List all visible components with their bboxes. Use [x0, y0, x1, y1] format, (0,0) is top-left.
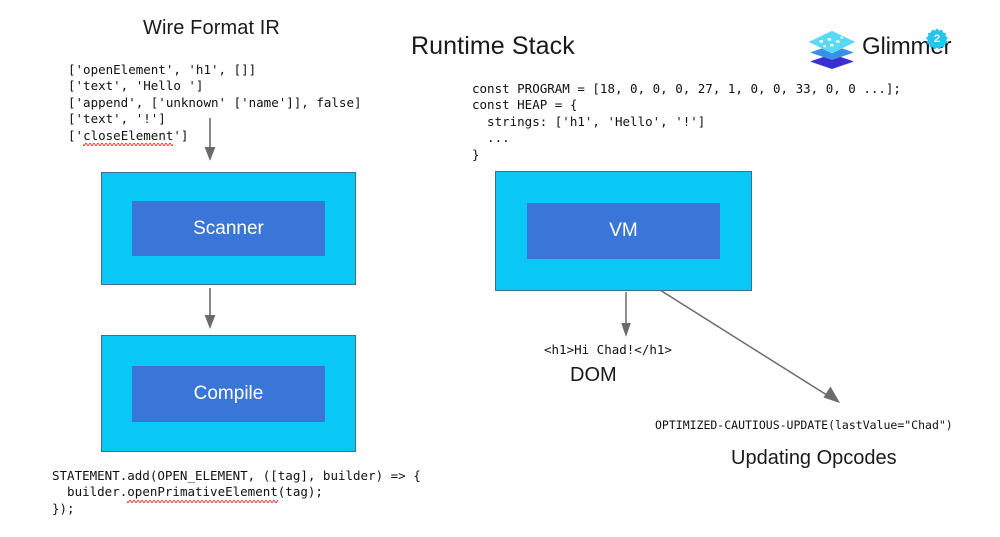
spellcheck-squiggle-closeelement: closeElement	[83, 127, 174, 147]
glimmer-version-badge-text: 2	[933, 33, 941, 45]
arrow-ir-to-scanner-icon	[204, 118, 216, 161]
page-title-runtime-stack: Runtime Stack	[411, 32, 575, 60]
label-dom: DOM	[570, 364, 617, 386]
dom-output-code: <h1>Hi Chad!</h1>	[544, 342, 672, 357]
runtime-code-line: }	[472, 146, 480, 162]
ir-code-line: ['openElement', 'h1', []]	[68, 62, 257, 77]
statement-code-line-builder: builder.openPrimativeElement(tag);	[52, 484, 323, 504]
glimmer-stacked-layers-icon	[808, 30, 856, 69]
stage-label-vm: VM	[527, 203, 720, 259]
spellcheck-squiggle-openprimativeelement: openPrimativeElement	[127, 484, 278, 504]
stage-box-compile[interactable]: Compile	[101, 335, 356, 452]
arrow-vm-to-dom-icon	[621, 292, 631, 337]
runtime-code-line: const HEAP = {	[472, 97, 578, 113]
ir-code-line: ['append', ['unknown' ['name']], false]	[68, 94, 362, 110]
stage-label-scanner: Scanner	[132, 201, 325, 256]
stage-label-compile: Compile	[132, 365, 325, 422]
ir-code-line: ['text', '!']	[68, 111, 166, 127]
runtime-code-line: ...	[472, 130, 510, 146]
wire-format-ir-code-block: ['openElement', 'h1', []] ['text', 'Hell…	[68, 62, 362, 147]
statement-code-line: STATEMENT.add(OPEN_ELEMENT, ([tag], buil…	[52, 468, 421, 483]
ir-code-line: ['text', 'Hello ']	[68, 78, 204, 94]
glimmer-logo: Glimmer 2	[806, 27, 954, 71]
statement-code-line: });	[52, 500, 75, 516]
runtime-code-line: strings: ['h1', 'Hello', '!']	[472, 113, 706, 129]
statement-code-prefix: builder.	[52, 484, 128, 500]
glimmer-version-badge: 2	[926, 28, 948, 50]
ir-code-line-closeelement: ['closeElement']	[68, 127, 189, 147]
statement-add-code-block: STATEMENT.add(OPEN_ELEMENT, ([tag], buil…	[52, 468, 421, 517]
runtime-code-line: const PROGRAM = [18, 0, 0, 0, 27, 1, 0, …	[472, 81, 901, 96]
arrow-vm-to-opcodes-icon	[659, 289, 840, 403]
stage-box-vm[interactable]: VM	[495, 171, 752, 291]
statement-code-suffix: (tag);	[277, 484, 323, 500]
page-title-wire-format-ir: Wire Format IR	[143, 17, 280, 39]
stage-box-scanner[interactable]: Scanner	[101, 172, 356, 285]
runtime-program-heap-code-block: const PROGRAM = [18, 0, 0, 0, 27, 1, 0, …	[472, 81, 901, 163]
starburst-badge-icon	[926, 28, 948, 50]
arrow-scanner-to-compile-icon	[204, 288, 216, 329]
updating-opcode-code: OPTIMIZED-CAUTIOUS-UPDATE(lastValue="Cha…	[655, 418, 953, 432]
label-updating-opcodes: Updating Opcodes	[731, 447, 897, 469]
